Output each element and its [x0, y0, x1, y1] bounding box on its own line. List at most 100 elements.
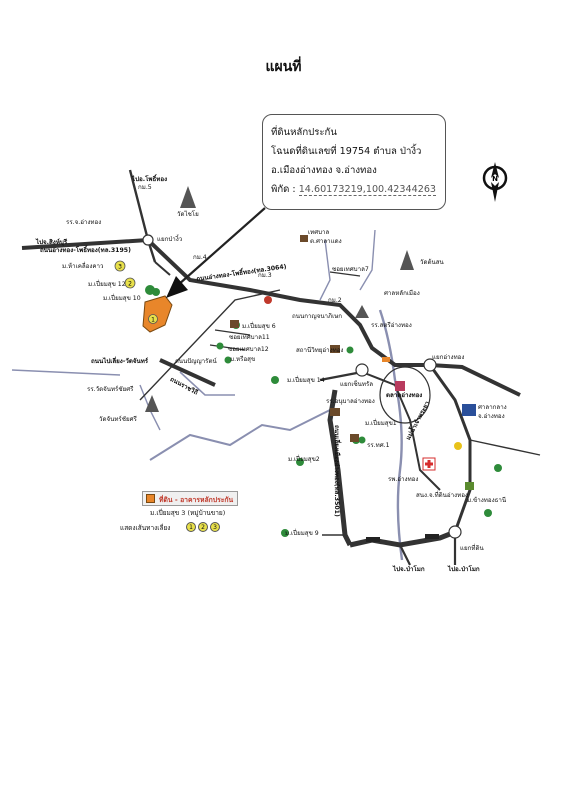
compass-icon: N	[482, 162, 508, 202]
road-light-2	[179, 371, 235, 396]
label-kanchanawong: ถนนกาญจนาภิเษก	[292, 313, 343, 320]
label-city-hall: ศาลากลาง	[478, 404, 507, 411]
marker-3	[114, 260, 126, 272]
legend-swatch	[146, 494, 155, 503]
marker-3-label: 3	[118, 264, 122, 271]
label-village-pueansuk14: ม.เปี่ยมสุข 14	[287, 377, 325, 384]
collateral-parcel	[142, 295, 173, 333]
label-to-singburi: ไปจ.สิงห์บุรี	[36, 239, 68, 246]
label-to-bangpahan1: ไปจ.ป่าโมก	[393, 566, 425, 573]
road-east	[428, 364, 472, 533]
road-light-3	[11, 369, 121, 376]
label-village-pueansuk10: ม.เปี่ยมสุข 10	[103, 295, 141, 302]
tree-icon	[224, 356, 232, 364]
market-ring	[379, 366, 431, 424]
marker-1-label: 1	[151, 317, 155, 324]
label-market-junction: แยกอ่างทอง	[432, 354, 465, 361]
building-icon	[395, 381, 405, 391]
label-village-pueansuk12: ม.เปี่ยมสุข 12	[88, 281, 126, 288]
legend-collateral-label: ที่ดิน - อาคารหลักประกัน	[159, 496, 234, 504]
label-bypass-road: ถนนเลี่ยงเมืองอ่างทอง(ทล.3501)	[333, 425, 340, 517]
label-scheme-road: ถนนปัญญารัตน์	[175, 358, 217, 365]
market-icon	[382, 357, 390, 362]
gas-station-icon	[264, 296, 272, 304]
label-wat-hall: ต.ศาลาแดง	[310, 238, 342, 245]
bridge-icon	[425, 534, 439, 539]
label-village-pueansuk1: ม.เปี่ยมสุข1	[365, 420, 397, 427]
road-south	[399, 544, 411, 566]
temple-icon	[355, 305, 369, 318]
label-road-3195: ถนนอ่างทอง-โพธิ์ทอง(ทล.3195)	[40, 247, 131, 254]
building-icon	[230, 320, 239, 328]
tree-icon	[281, 529, 289, 537]
label-village-pueansuk6: ม.เปี่ยมสุข 6	[242, 323, 276, 330]
label-wat-chanprasit: วัดจันทร์ชัยศรี	[99, 416, 137, 423]
road-3195	[21, 238, 149, 250]
label-soi11: ซอยเทศบาล11	[229, 334, 270, 341]
road-light-4	[319, 239, 331, 301]
label-village-angthong: ม.ข้างทองธานี	[467, 497, 507, 504]
label-to-bangpahan2: ไปอ.ป่าโมก	[448, 566, 480, 573]
marker-1	[148, 314, 158, 324]
tree-icon	[494, 464, 502, 472]
label-soi7: ซอยเทศบาล7	[332, 266, 369, 273]
legend-village: ม.เปี่ยมสุข 3 (หมู่บ้านขาย)	[150, 509, 226, 517]
marker-2	[124, 277, 136, 289]
temple-icon	[400, 250, 414, 270]
road-ratchawithi	[159, 358, 216, 387]
tree-icon	[346, 346, 354, 354]
roundabout-3	[423, 358, 437, 372]
temple-icons	[145, 186, 414, 412]
label-soi12: ซอยเทศบาล12	[228, 346, 269, 353]
road-soi7	[329, 271, 361, 277]
compass-letter: N	[492, 175, 498, 183]
building-icon	[350, 434, 359, 442]
label-city-hall-2: จ.อ่างทอง	[478, 413, 505, 420]
label-city-pillar: ศาลหลักเมือง	[384, 290, 420, 297]
road-3064	[146, 238, 521, 397]
label-wat-tonson: วัดต้นสน	[420, 259, 444, 266]
tree-icon	[271, 376, 279, 384]
label-village-horsuk: ม.หรือสุข	[230, 356, 256, 363]
info-box: ที่ดินหลักประกัน โฉนดที่ดินเลขที่ 19754 …	[262, 114, 446, 210]
page-title: แผนที่	[265, 59, 302, 75]
info-title: ที่ดินหลักประกัน	[271, 127, 337, 138]
tree-icon	[484, 509, 492, 517]
tree-icon	[216, 342, 224, 350]
label-school-tessaban: รร.ทศ.1	[367, 442, 390, 449]
legend-route-3: 3	[210, 522, 220, 532]
road-light-1	[149, 409, 331, 461]
coord-value: 14.60173219,100.42344263	[298, 184, 437, 196]
label-paengpa-junction: แยกป่างิ้ว	[157, 236, 183, 243]
roundabout-4	[448, 525, 462, 539]
road-light-5	[359, 229, 376, 291]
yellow-poi-icon	[454, 442, 462, 450]
label-school-satri: รร.สตรีอ่างทอง	[371, 322, 412, 329]
label-market-angthong: ตลาดอ่างทอง	[386, 392, 423, 399]
road-soi12	[209, 344, 246, 351]
label-land-office: สนง.จ.ที่ดินอ่างทอง	[416, 492, 468, 499]
tree-icon	[358, 436, 366, 444]
label-school-provincial: รร.อนุบาลอ่างทอง	[326, 398, 375, 405]
label-wat-chaiyo: วัดไชโย	[177, 211, 199, 218]
marker-2-label: 2	[128, 281, 132, 288]
label-hospital: รพ.อ่างทอง	[388, 476, 419, 483]
label-village-pueansuk9: ม.เปี่ยมสุข 9	[285, 530, 319, 537]
temple-icon	[180, 186, 196, 208]
pointer-arrow-head	[166, 276, 188, 298]
label-village-pueansuk2: ม.เปี่ยมสุข2	[288, 456, 320, 463]
info-deed: โฉนดที่ดินเลขที่ 19754 ตำบล ป่างิ้ว	[271, 146, 422, 157]
label-km3: กม.3	[258, 272, 272, 279]
legend-route-2: 2	[198, 522, 208, 532]
road-east-2	[469, 439, 541, 456]
roundabout-2	[355, 363, 369, 377]
label-to-lopburi: ไปอ.โพธิ์ทอง	[132, 176, 168, 183]
legend-collateral: ที่ดิน - อาคารหลักประกัน	[142, 491, 238, 506]
legend-route-1: 1	[186, 522, 196, 532]
building-icon	[330, 408, 340, 416]
city-hall-icon	[462, 404, 476, 416]
coord-label: พิกัด :	[271, 184, 299, 195]
info-district: อ.เมืองอ่างทอง จ.อ่างทอง	[271, 165, 377, 176]
pointer-arrow-line	[177, 207, 266, 286]
